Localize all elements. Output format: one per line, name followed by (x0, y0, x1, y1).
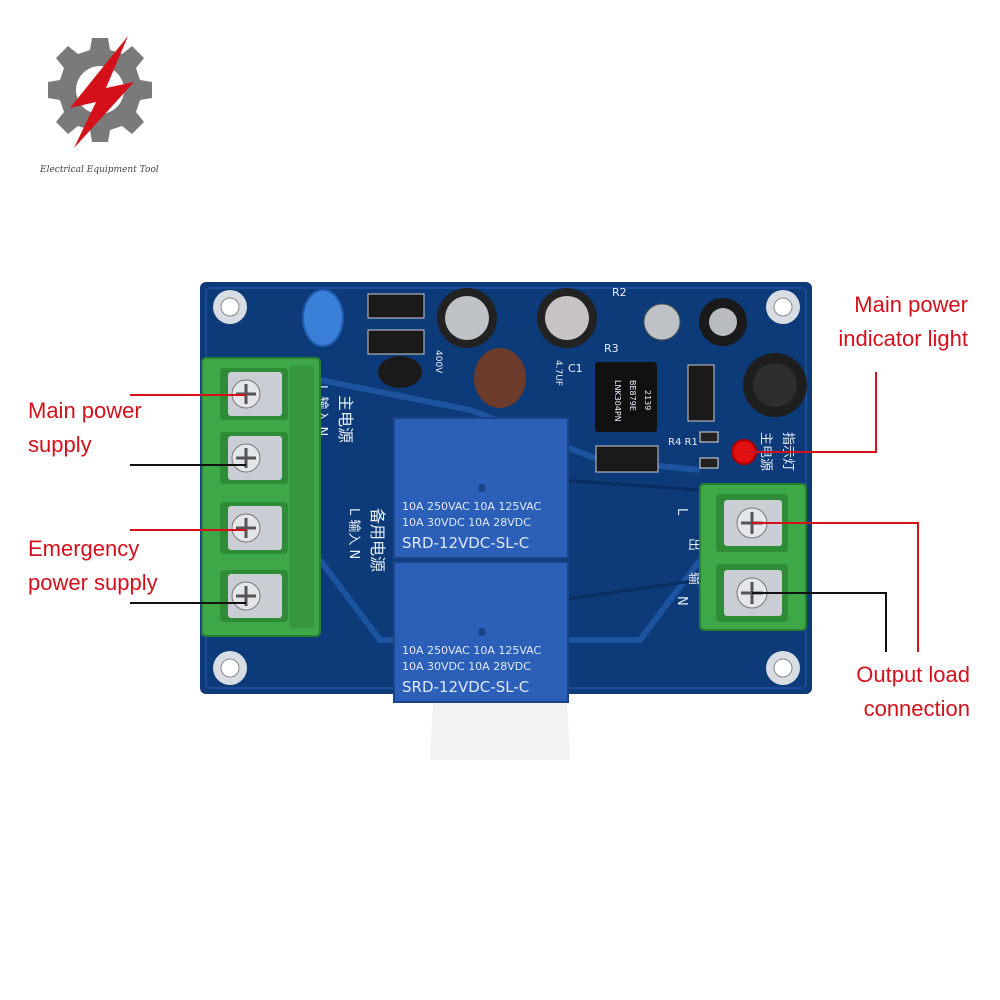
mounting-hole (213, 651, 247, 685)
relay-rating-line: 10A 30VDC 10A 28VDC (402, 660, 531, 673)
callout-line: Emergency (28, 536, 140, 561)
smd-diode (367, 329, 425, 355)
silk-output-label: 输 (686, 572, 702, 585)
callout-main-power-supply: Main power supply (28, 394, 142, 462)
mounting-hole (766, 651, 800, 685)
callout-line: indicator light (838, 326, 968, 351)
ic-label: LNK304PN (613, 380, 622, 422)
terminal-screw (220, 368, 288, 420)
leader-line-output-n (752, 592, 887, 652)
silk-label: 4.7UF (553, 360, 563, 386)
ic-chip (595, 362, 657, 432)
callout-main-indicator: Main power indicator light (816, 288, 968, 356)
output-terminal-block (699, 483, 807, 631)
callout-line: Main power (28, 398, 142, 423)
callout-line: Output load (856, 662, 970, 687)
terminal-screw (220, 570, 288, 622)
relay-bottom: 10A 250VAC 10A 125VAC 10A 30VDC 10A 28VD… (393, 561, 569, 703)
silk-backup-input-sub: L 输入 N (346, 508, 362, 559)
terminal-screw (220, 432, 288, 484)
callout-line: supply (28, 432, 92, 457)
x-capacitor (474, 348, 526, 408)
mounting-hole (766, 290, 800, 324)
ic-label: 2139 (643, 390, 652, 410)
callout-emergency-power-supply: Emergency power supply (28, 532, 158, 600)
smd-diode (367, 293, 425, 319)
ic-label: BE879E (628, 380, 637, 411)
callout-output-load: Output load connection (838, 658, 970, 726)
relay-top: 10A 250VAC 10A 125VAC 10A 30VDC 10A 28VD… (393, 417, 569, 559)
mounting-hole (213, 290, 247, 324)
silk-backup-input-label: 备用电源 (368, 508, 387, 572)
leader-line-indicator (744, 372, 877, 453)
input-terminal-block (201, 357, 321, 637)
callout-line: Main power (854, 292, 968, 317)
ceramic-capacitor (302, 289, 344, 347)
silk-label: R3 (604, 342, 619, 355)
relay-rating-line: 10A 250VAC 10A 125VAC (402, 644, 542, 657)
relay-rating-line: 10A 30VDC 10A 28VDC (402, 516, 531, 529)
silk-output-n: N (674, 596, 689, 606)
gear-lightning-logo-icon (48, 36, 152, 148)
silk-label: C1 (568, 362, 583, 375)
relay-model: SRD-12VDC-SL-C (402, 678, 529, 696)
relay-rating-line: 10A 250VAC 10A 125VAC (402, 500, 542, 513)
silk-label: R2 (612, 286, 627, 299)
terminal-screw (220, 502, 288, 554)
silk-output-label: 出 (686, 538, 701, 551)
silk-main-input-label: 主电源 (336, 395, 355, 443)
callout-line: connection (863, 696, 970, 721)
electrolytic-capacitor (643, 303, 681, 341)
transistor (378, 356, 422, 388)
relay-model: SRD-12VDC-SL-C (402, 534, 529, 552)
silk-label: 400V (433, 350, 443, 374)
logo-text: Electrical Equipment Tool (40, 165, 159, 175)
leader-line-output-l (752, 522, 919, 652)
silk-output-l: L (674, 508, 689, 516)
callout-line: power supply (28, 570, 158, 595)
silk-label: R4 R1 (668, 437, 698, 448)
